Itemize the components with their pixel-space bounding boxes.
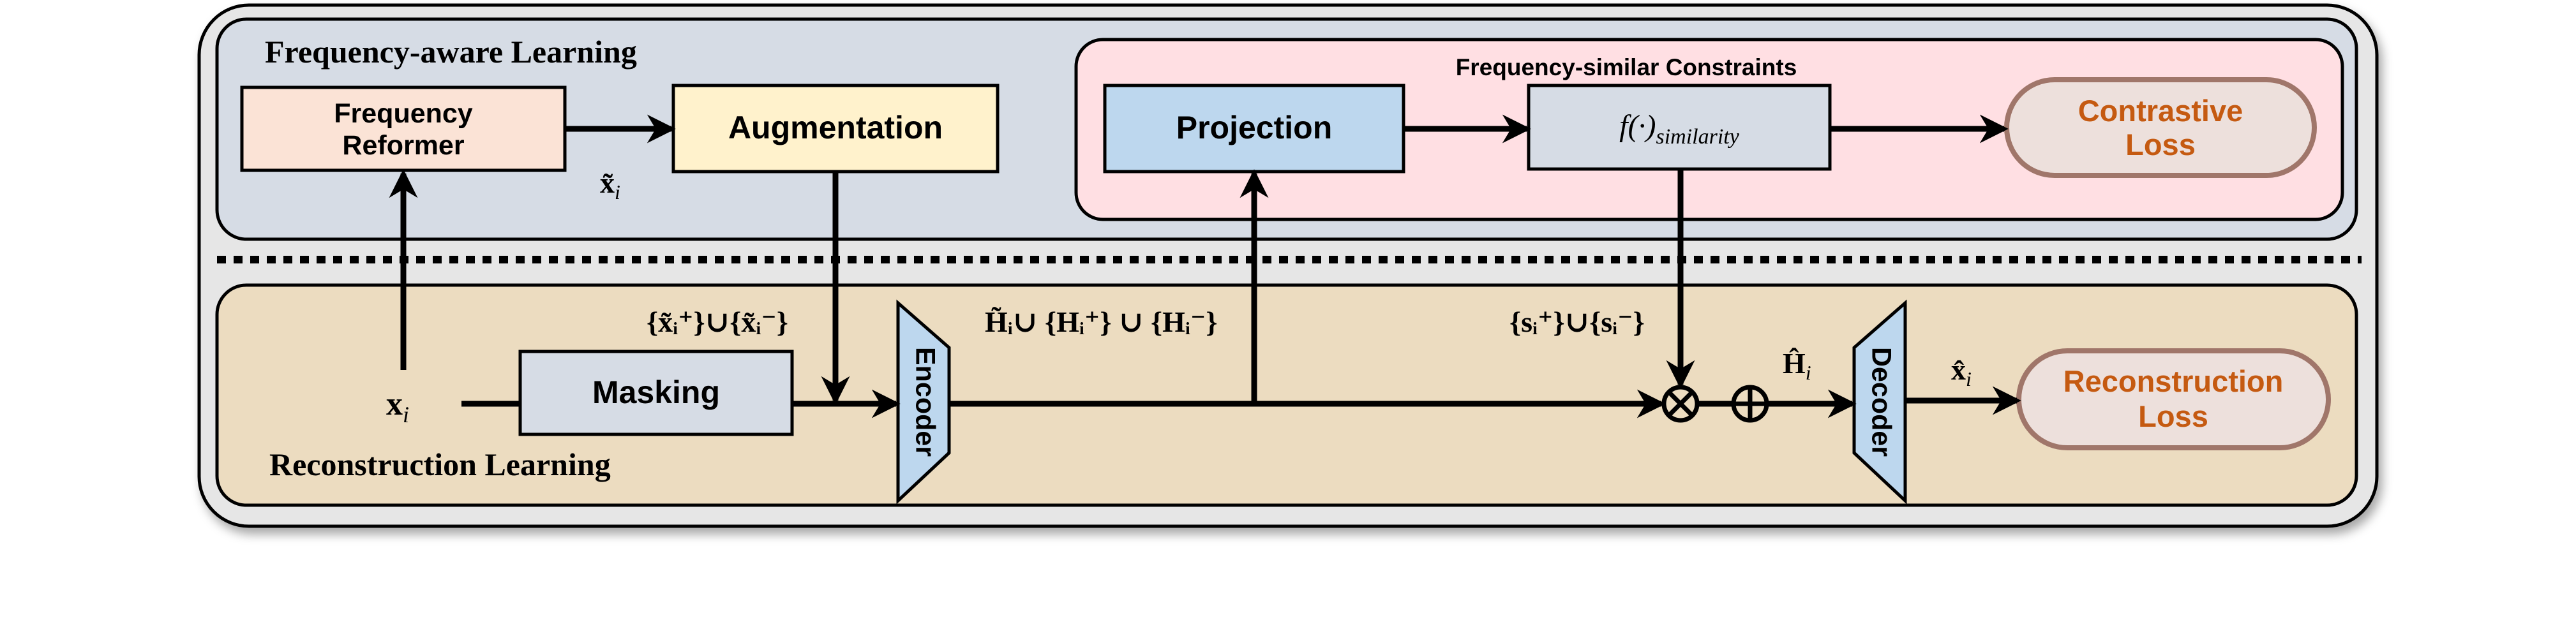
- augmented-x-label: x̃i: [600, 166, 620, 203]
- output-x-symbol: x̂: [1951, 353, 1966, 386]
- output-x-subscript: i: [1966, 367, 1972, 390]
- connections: [389, 114, 2021, 418]
- similarity-sets-label: {sᵢ⁺}∪{sᵢ⁻}: [1509, 306, 1645, 338]
- input-x-subscript: i: [403, 402, 409, 427]
- frequency-reformer-label-2: Reformer: [342, 130, 464, 161]
- masking-block: Masking: [518, 350, 794, 436]
- augmentation-label: Augmentation: [728, 110, 943, 145]
- decoder-label: Decoder: [1866, 347, 1897, 457]
- augmented-x-symbol: x̃: [600, 166, 615, 199]
- reconstruction-loss-label-2: Loss: [2138, 399, 2208, 433]
- hidden-hat-subscript: i: [1806, 361, 1811, 384]
- similarity-function-prefix: f(·): [1619, 109, 1656, 143]
- augmentation-block: Augmentation: [671, 84, 1000, 173]
- input-x-symbol: x: [386, 386, 403, 422]
- reconstruction-title: Reconstruction Learning: [269, 447, 611, 482]
- encoder-block: Encoder: [896, 299, 951, 505]
- contrastive-loss-block: Contrastive Loss: [2004, 77, 2317, 178]
- output-x-label: x̂i: [1951, 353, 1972, 390]
- similarity-function-label: f(·)similarity: [1619, 109, 1740, 149]
- frequency-reformer-label-1: Frequency: [334, 98, 473, 129]
- reconstruction-loss-label-1: Reconstruction: [2063, 364, 2284, 398]
- encoder-label: Encoder: [910, 347, 941, 457]
- similarity-function-subscript: similarity: [1656, 125, 1739, 149]
- constraints-title: Frequency-similar Constraints: [1456, 54, 1797, 80]
- masked-sets-label: {x̃ᵢ⁺}∪{x̃ᵢ⁻}: [647, 306, 788, 338]
- reconstruction-panel: [215, 283, 2358, 507]
- frequency-aware-title: Frequency-aware Learning: [265, 34, 637, 70]
- contrastive-loss-label-1: Contrastive: [2078, 94, 2243, 128]
- hidden-sets-label: H̃ᵢ∪ {Hᵢ⁺} ∪ {Hᵢ⁻}: [985, 306, 1217, 338]
- input-x-label: xi: [386, 386, 409, 427]
- contrastive-loss-label-2: Loss: [2125, 128, 2196, 161]
- augmented-x-subscript: i: [615, 181, 620, 203]
- projection-block: Projection: [1103, 84, 1405, 173]
- masking-label: Masking: [592, 374, 720, 410]
- decoder-block: Decoder: [1852, 299, 1907, 505]
- frequency-reformer-block: Frequency Reformer: [240, 85, 567, 172]
- add-operator: [1731, 385, 1769, 423]
- hidden-hat-symbol: Ĥ: [1783, 347, 1806, 380]
- similarity-function-block: f(·)similarity: [1527, 84, 1832, 171]
- reconstruction-loss-block: Reconstruction Loss: [2016, 348, 2331, 450]
- hidden-hat-label: Ĥi: [1783, 347, 1811, 384]
- projection-label: Projection: [1176, 110, 1332, 145]
